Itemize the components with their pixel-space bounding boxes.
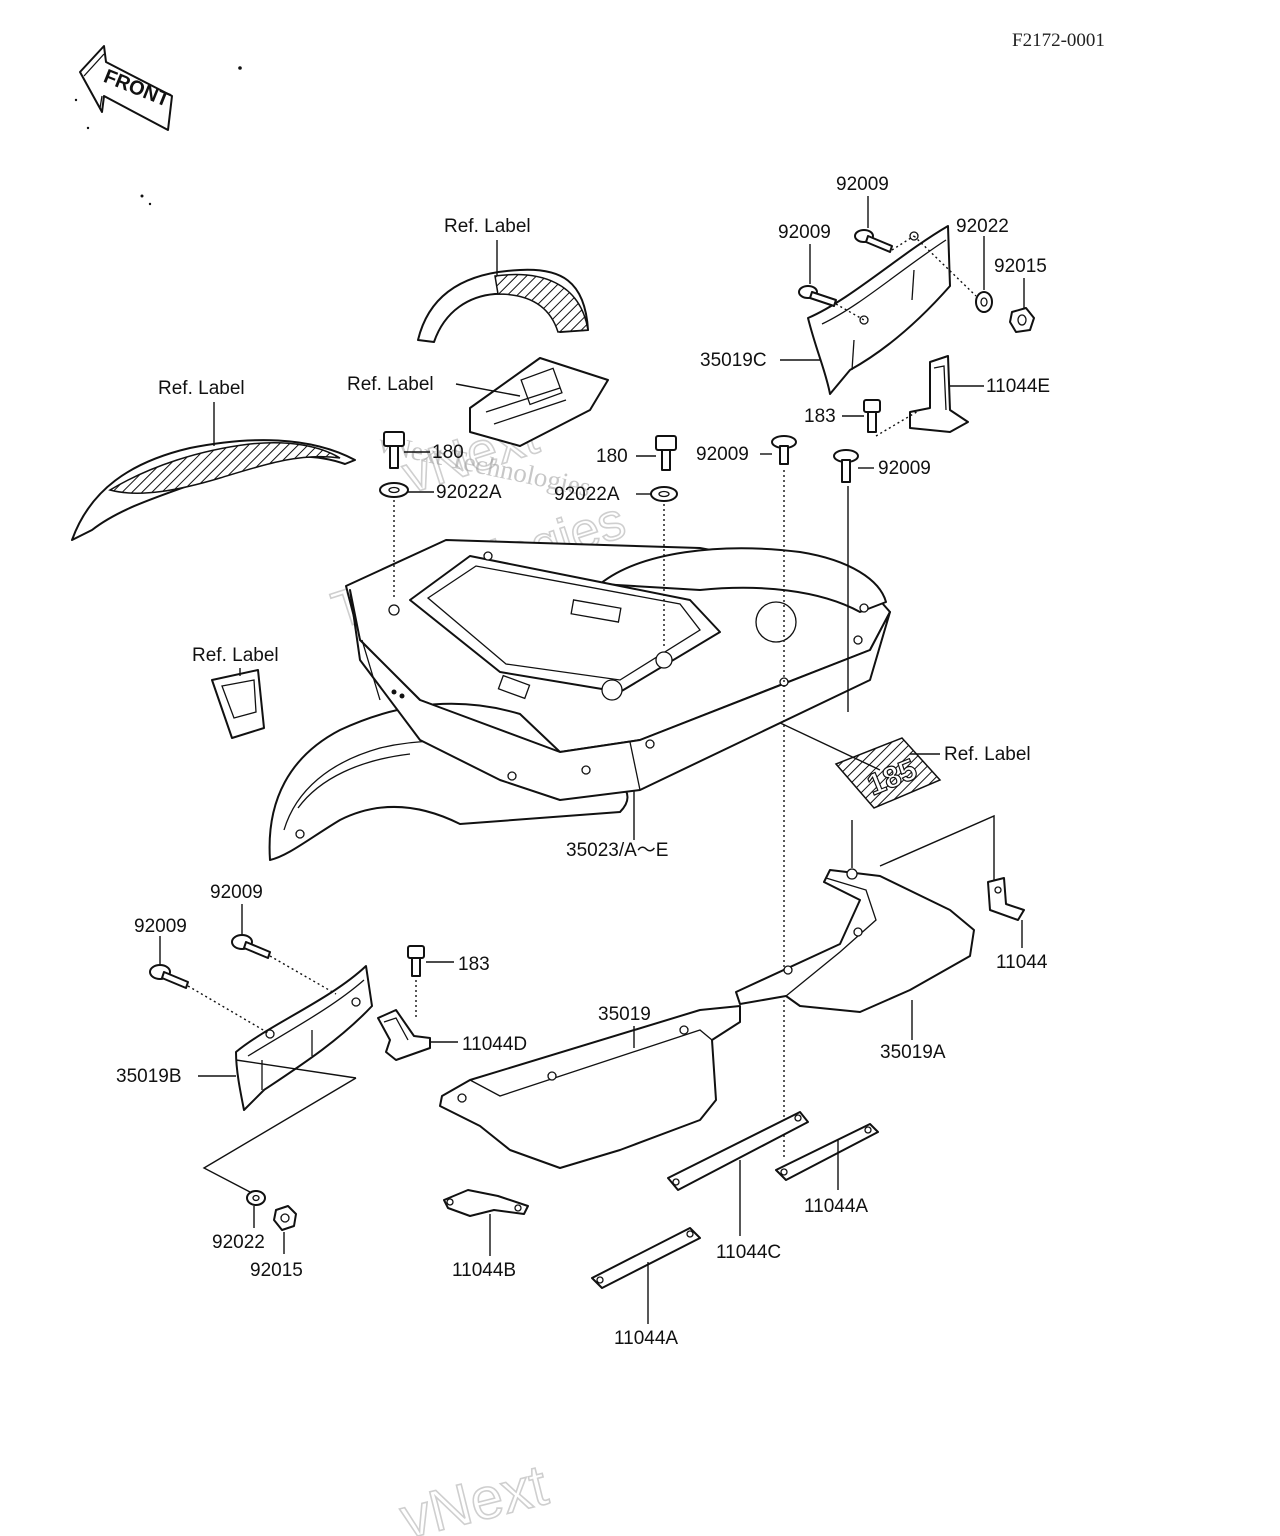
label-35019C: 35019C: [700, 350, 767, 371]
watermark-bottom-vnext: vNext: [394, 1452, 554, 1536]
label-92022-top: 92022: [956, 216, 1009, 237]
label-92009-mid-left: 92009: [696, 444, 749, 465]
label-35019A: 35019A: [880, 1042, 946, 1063]
flap-35019A: 35019A: [735, 820, 975, 1063]
label-11044: 11044: [996, 952, 1048, 973]
label-92009-upper-left: 92009: [778, 222, 831, 243]
ref-label-text-3: Ref. Label: [347, 374, 434, 395]
plate-11044A-bottom: 11044A: [591, 1227, 701, 1349]
nut-92015-top: 92015: [994, 256, 1047, 333]
label-180-right: 180: [596, 446, 628, 467]
rear-fender-35023: 35023/A～E: [268, 539, 891, 861]
label-11044B: 11044B: [452, 1260, 516, 1281]
label-92015-bottom: 92015: [250, 1260, 303, 1281]
plate-11044C: 11044C: [667, 1111, 809, 1263]
ref-label-185-decal: 185 Ref. Label: [739, 703, 1031, 809]
ref-label-side-stripe: Ref. Label: [71, 378, 356, 541]
label-92009-mid-right: 92009: [878, 458, 931, 479]
screw-92009-low-b: 92009: [134, 916, 271, 1035]
plate-11044A-right: 11044A: [775, 1123, 879, 1217]
scan-specks: [74, 66, 242, 206]
bracket-11044: 11044: [987, 877, 1048, 973]
label-183-low: 183: [458, 954, 490, 975]
mud-flap-35019C: 35019C: [700, 225, 951, 395]
ref-label-fender-top: Ref. Label: [417, 216, 589, 343]
front-arrow-icon: FRONT: [79, 45, 173, 131]
screw-92009-top: 92009: [836, 174, 915, 253]
ref-label-text-1: Ref. Label: [444, 216, 531, 237]
bolt-183-top: 183: [804, 399, 921, 437]
label-92009-low-b: 92009: [134, 916, 187, 937]
ref-label-text-4: Ref. Label: [192, 645, 279, 666]
label-11044A-bottom: 11044A: [614, 1328, 678, 1349]
label-11044C: 11044C: [716, 1242, 781, 1263]
ref-label-badge: Ref. Label: [192, 645, 279, 739]
screw-92009-mid-right: 92009: [833, 449, 931, 712]
nut-92015-bottom: 92015: [250, 1205, 303, 1281]
label-92022-bottom: 92022: [212, 1232, 265, 1253]
screw-92009-upper-left: 92009: [778, 222, 865, 321]
label-35019: 35019: [598, 1004, 651, 1025]
ref-label-tag: Ref. Label: [347, 357, 609, 447]
mud-flap-35019B: 35019B: [116, 965, 373, 1111]
label-11044D: 11044D: [462, 1034, 527, 1055]
bolt-180-left: 180: [383, 431, 464, 469]
label-183-top: 183: [804, 406, 836, 427]
bolt-180-right: 180: [596, 435, 677, 471]
plate-11044B: 11044B: [443, 1189, 529, 1281]
label-180-left: 180: [432, 442, 464, 463]
label-35023: 35023/A～E: [566, 840, 668, 861]
label-11044A-right: 11044A: [804, 1196, 868, 1217]
label-11044E: 11044E: [986, 376, 1050, 397]
flap-35019: 35019: [439, 1004, 741, 1169]
bracket-11044D: 11044D: [377, 1009, 527, 1061]
label-35019B: 35019B: [116, 1066, 182, 1087]
label-92015-top: 92015: [994, 256, 1047, 277]
bolt-183-low: 183: [407, 945, 490, 1018]
label-92022A-left: 92022A: [436, 482, 502, 503]
bracket-11044E: 11044E: [909, 355, 1050, 433]
document-code: F2172-0001: [1012, 30, 1105, 51]
ref-label-text-5: Ref. Label: [944, 744, 1031, 765]
washer-92022-bottom: 92022: [212, 1190, 266, 1253]
screw-92009-mid-left: 92009: [696, 435, 797, 1160]
label-92009-low-a: 92009: [210, 882, 263, 903]
label-92022A-right: 92022A: [554, 484, 620, 505]
washer-92022-top: 92022: [913, 216, 1009, 313]
ref-label-text-2: Ref. Label: [158, 378, 245, 399]
washer-92022A-left: 92022A: [379, 482, 502, 600]
washer-92022A-right: 92022A: [554, 484, 678, 648]
screw-92009-low-a: 92009: [210, 882, 337, 995]
label-92009-top: 92009: [836, 174, 889, 195]
